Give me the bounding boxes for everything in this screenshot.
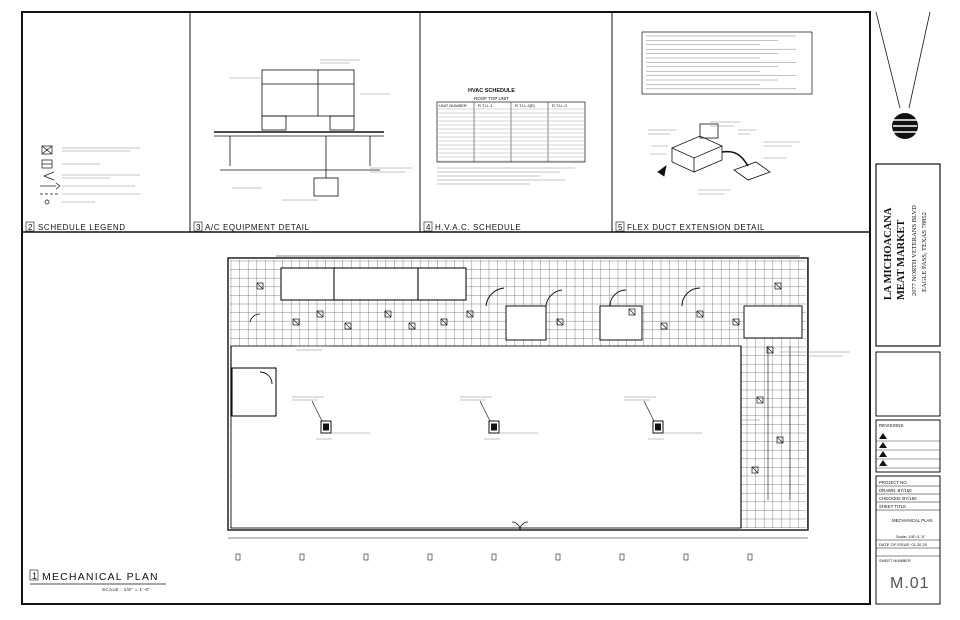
panel-title-4: 4 H.V.A.C. SCHEDULE (423, 221, 521, 232)
svg-text:2077 NORTH VETERANS BLVD: 2077 NORTH VETERANS BLVD (911, 205, 918, 296)
svg-text:FLEX DUCT EXTENSION DETAIL: FLEX DUCT EXTENSION DETAIL (627, 223, 765, 232)
svg-text:MECHANICAL PLAN: MECHANICAL PLAN (42, 571, 159, 583)
svg-text:SHEET NUMBER: SHEET NUMBER (879, 558, 911, 563)
svg-text:LA MICHOACANA: LA MICHOACANA (883, 207, 894, 300)
svg-text:A/C EQUIPMENT DETAIL: A/C EQUIPMENT DETAIL (205, 223, 310, 232)
svg-text:4: 4 (426, 223, 431, 232)
svg-text:DRAWN: BY/160: DRAWN: BY/160 (879, 488, 912, 493)
firm-logo (875, 11, 931, 139)
svg-text:R.T.U.-3: R.T.U.-3 (552, 103, 567, 108)
general-notes (641, 31, 813, 95)
svg-text:M.01: M.01 (890, 575, 930, 592)
panel-title-5: 5 FLEX DUCT EXTENSION DETAIL (615, 221, 765, 232)
svg-text:MEAT MARKET: MEAT MARKET (896, 220, 907, 300)
panel-title-2: 2 SCHEDULE LEGEND (25, 221, 126, 232)
svg-text:H.V.A.C. SCHEDULE: H.V.A.C. SCHEDULE (435, 223, 521, 232)
svg-text:SHEET TITLE: SHEET TITLE (879, 504, 906, 509)
revision-triangles (876, 433, 940, 469)
svg-text:2: 2 (28, 223, 33, 232)
svg-text:MECHANICAL PLAN: MECHANICAL PLAN (892, 518, 932, 523)
svg-text:SCALE : 1/8" = 1'-0": SCALE : 1/8" = 1'-0" (102, 587, 150, 592)
svg-text:R.T.U.-1: R.T.U.-1 (478, 103, 493, 108)
svg-text:R.T.U.-2(E): R.T.U.-2(E) (515, 103, 536, 108)
ac-equipment-detail (214, 59, 412, 201)
sheet-border (21, 11, 871, 605)
svg-text:DATE OF ISSUE: 01.20.20: DATE OF ISSUE: 01.20.20 (879, 542, 928, 547)
svg-text:CHECKED: BY/160: CHECKED: BY/160 (879, 496, 917, 501)
svg-text:1: 1 (32, 571, 37, 581)
svg-text:EAGLE PASS, TEXAS 78852: EAGLE PASS, TEXAS 78852 (921, 212, 928, 292)
svg-text:ROOF TOP UNIT: ROOF TOP UNIT (474, 96, 509, 101)
svg-text:PROJECT NO.: PROJECT NO. (879, 480, 908, 485)
svg-text:HVAC SCHEDULE: HVAC SCHEDULE (468, 88, 515, 94)
schedule-legend (40, 145, 140, 205)
svg-text:3: 3 (196, 223, 201, 232)
panel-title-3: 3 A/C EQUIPMENT DETAIL (193, 221, 310, 232)
flex-duct-detail (648, 121, 800, 195)
title-block: LA MICHOACANA MEAT MARKET 2077 NORTH VET… (875, 11, 941, 605)
svg-text:REVISIONS: REVISIONS (879, 423, 904, 428)
svg-text:UNIT NUMBER: UNIT NUMBER (439, 103, 467, 108)
svg-text:5: 5 (618, 223, 623, 232)
svg-text:Scale: 1/8"=1'-0": Scale: 1/8"=1'-0" (896, 534, 926, 539)
hvac-schedule: HVAC SCHEDULE ROOF TOP UNIT UNIT NUMBER … (436, 88, 586, 185)
main-plan-title: 1 MECHANICAL PLAN SCALE : 1/8" = 1'-0" (29, 569, 166, 592)
svg-text:SCHEDULE LEGEND: SCHEDULE LEGEND (38, 223, 126, 232)
mechanical-plan (227, 255, 850, 561)
